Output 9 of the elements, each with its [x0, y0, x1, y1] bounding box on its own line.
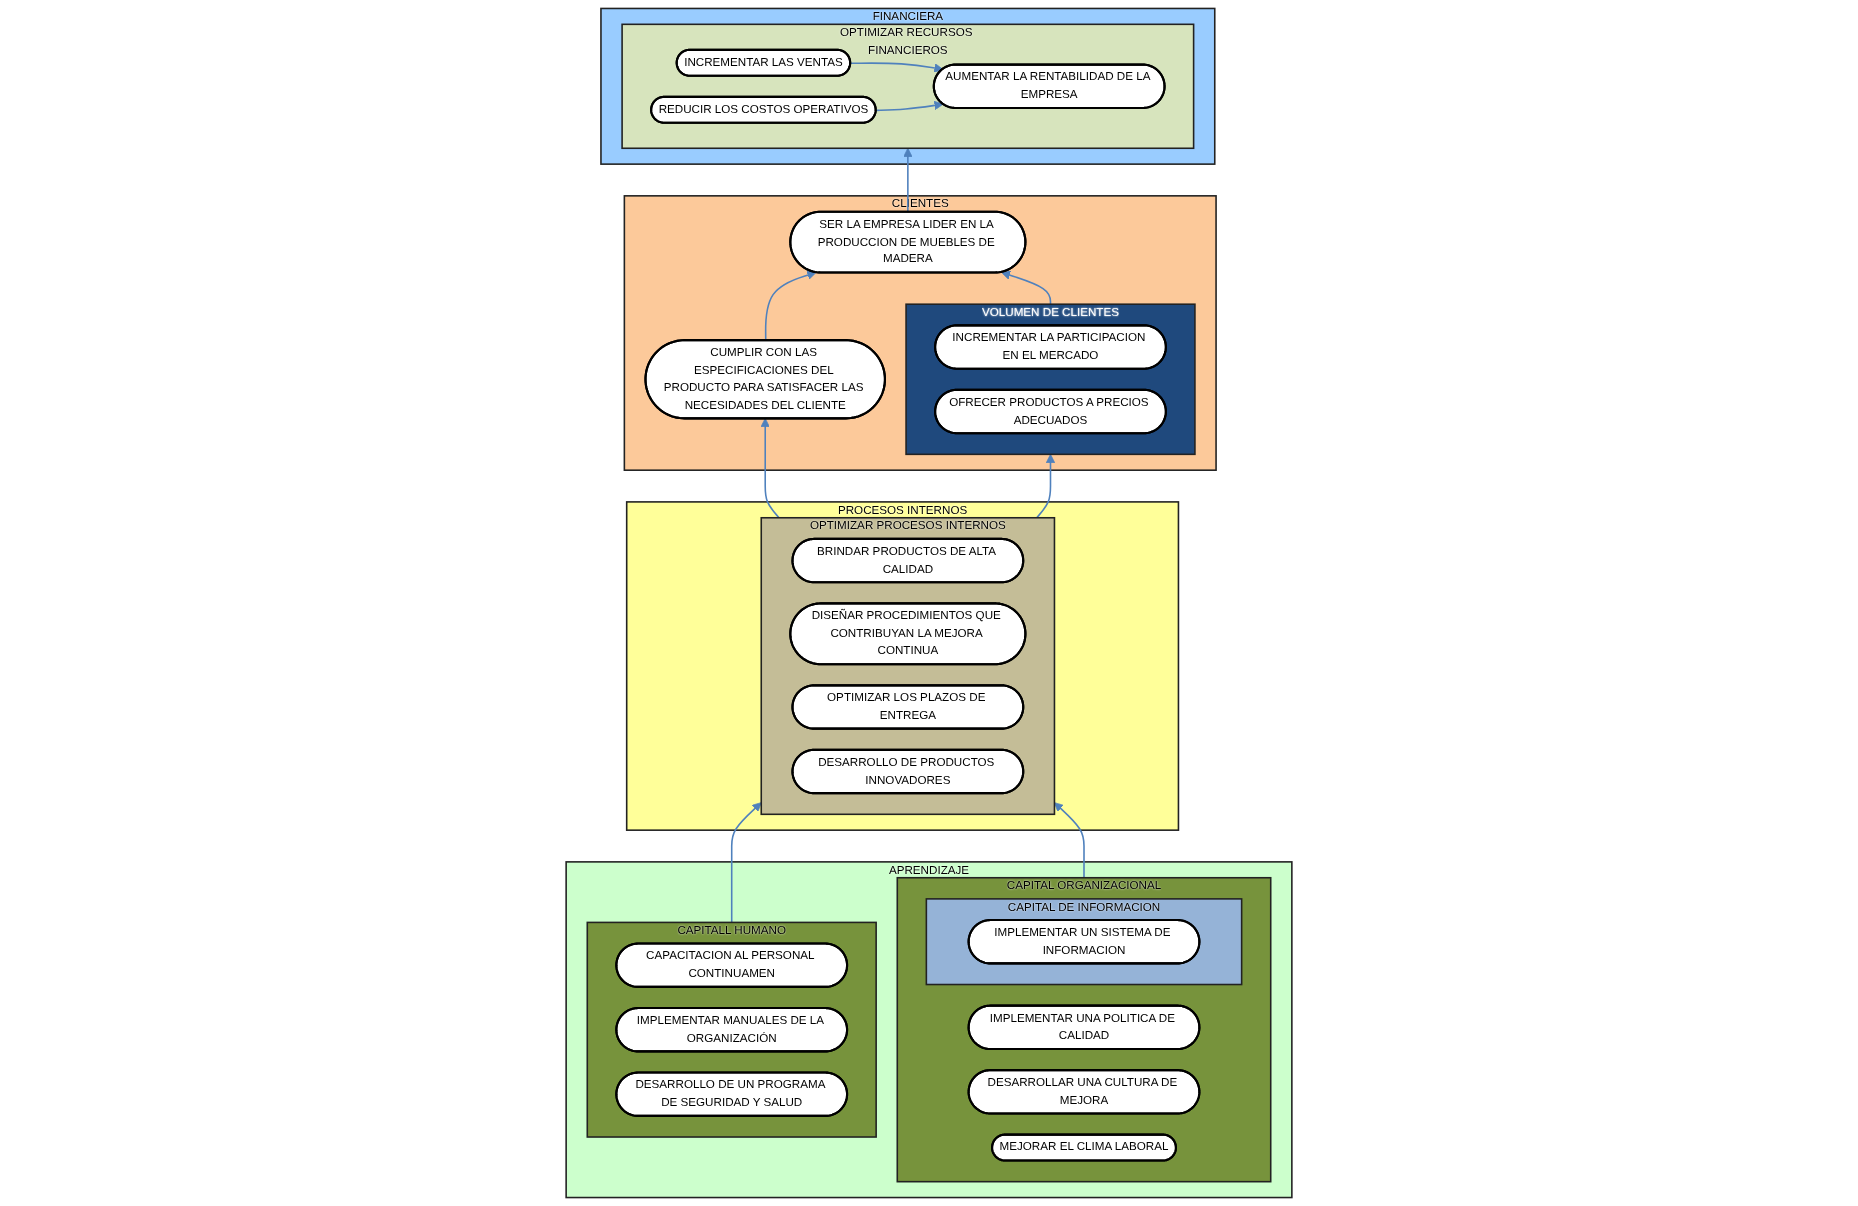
- arrow: [849, 62, 944, 73]
- arrow: [764, 270, 817, 342]
- arrow: [760, 417, 780, 519]
- arrow: [730, 802, 762, 924]
- arrow: [1054, 802, 1085, 879]
- arrow: [1001, 270, 1052, 305]
- arrow: [1035, 453, 1056, 519]
- arrow: [875, 100, 944, 112]
- arrow: [903, 147, 913, 213]
